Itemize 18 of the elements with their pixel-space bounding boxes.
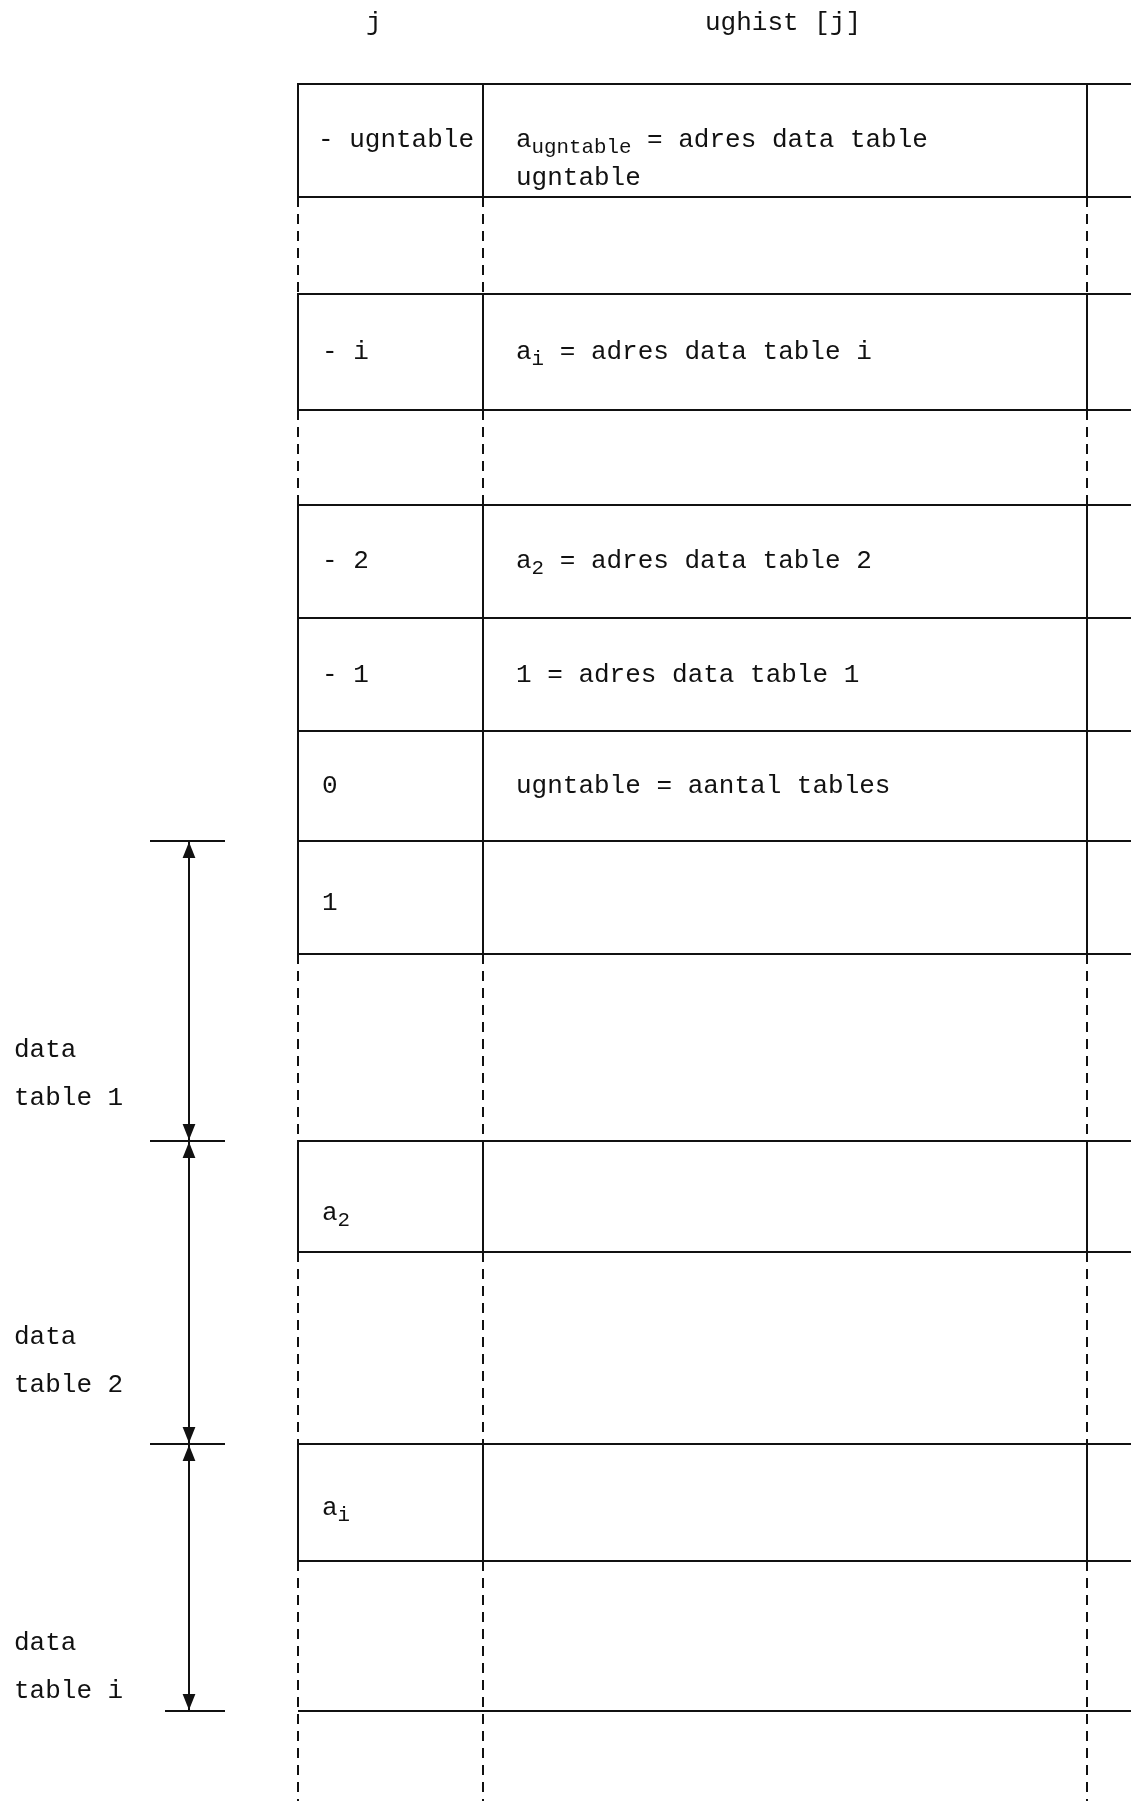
cell-text: 1 = adres data table 1 bbox=[516, 660, 860, 690]
cell-text: - i bbox=[322, 337, 369, 367]
cell-text: - 1 bbox=[322, 660, 369, 690]
column-heading: j bbox=[366, 8, 382, 38]
column-heading: ughist [j] bbox=[705, 8, 862, 38]
cell-text: - ugntable bbox=[318, 125, 476, 155]
dimension-label: data table i bbox=[14, 1627, 125, 1708]
dimension-label: data table 2 bbox=[14, 1321, 125, 1402]
cell-text: 0 bbox=[322, 771, 338, 801]
cell-text: a$_{ugntable}$ = adres data table ugntable bbox=[516, 125, 929, 194]
dimension-label: data table 1 bbox=[14, 1034, 125, 1115]
cell-text: ugntable = aantal tables bbox=[516, 771, 891, 801]
cell-text: - 2 bbox=[322, 546, 369, 576]
cell-text: 1 bbox=[322, 888, 338, 918]
cell-text: a$_{i}$ bbox=[322, 1493, 351, 1530]
cell-text: a$_{2}$ = adres data table 2 bbox=[516, 546, 872, 583]
cell-text: a$_{2}$ bbox=[322, 1198, 351, 1235]
cell-text: a$_{i}$ = adres data table i bbox=[516, 337, 872, 374]
